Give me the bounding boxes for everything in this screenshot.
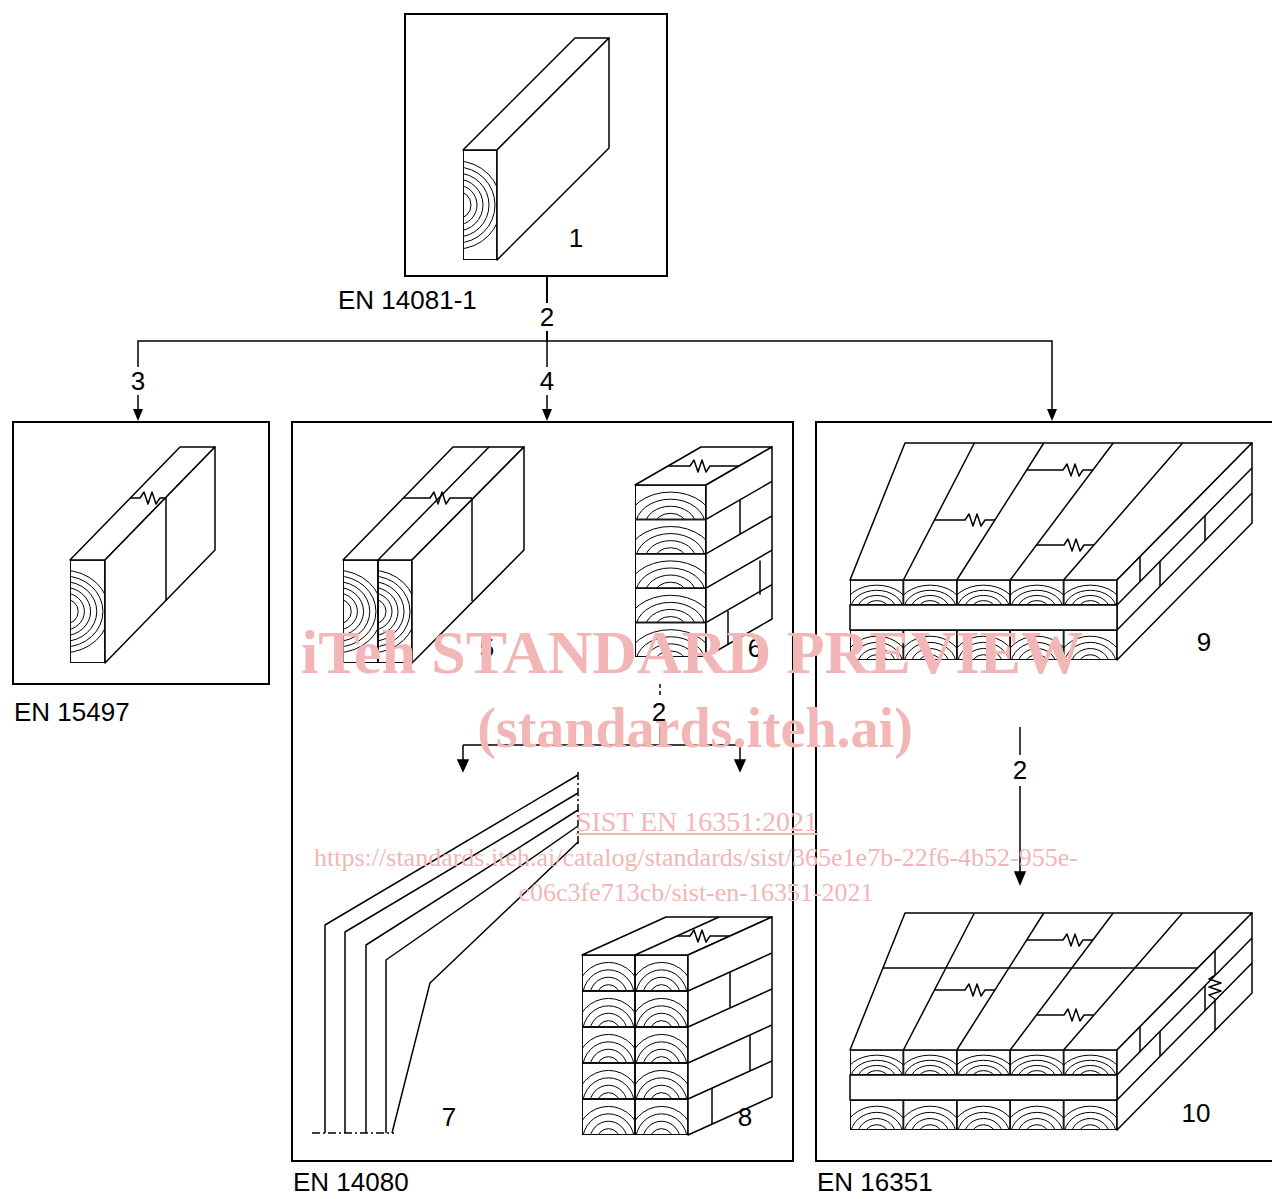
glulam-beam [668, 460, 739, 472]
glulam-beam [706, 550, 772, 588]
glulam-beam [706, 481, 772, 519]
solid-timber-board [413, 150, 501, 260]
solid-timber-board [497, 38, 609, 260]
connector [133, 277, 547, 421]
block-glued-glulam [677, 930, 730, 942]
jointed-cross-laminated-panel [883, 950, 1221, 1030]
sub-arrow [1019, 727, 1021, 755]
glued-solid-timber [471, 498, 473, 601]
block-glued-glulam [729, 972, 731, 1008]
block-glued-glulam [749, 1035, 751, 1071]
block-glued-glulam [711, 1088, 713, 1124]
callout-number: 8 [738, 1103, 752, 1131]
standard-name: EN 16351 [817, 1169, 933, 1195]
standard-box: EN 14081-1 [404, 13, 668, 277]
arrowhead [133, 409, 143, 421]
finger-jointed-timber [19, 447, 215, 663]
glued-solid-timber [403, 492, 472, 504]
block-glued-glulam [629, 1099, 695, 1176]
block-glued-glulam [688, 917, 772, 1135]
standard-name: EN 15497 [14, 699, 130, 725]
finger-jointed-timber [19, 560, 110, 663]
connector-line [547, 277, 1052, 411]
callout-number: 1 [569, 224, 583, 252]
jointed-cross-laminated-panel [843, 913, 1252, 1164]
curved-glulam [312, 1132, 394, 1134]
watermark: (standards.iteh.ai) [477, 698, 913, 758]
glulam-beam [706, 585, 772, 623]
glulam-beam [739, 500, 741, 534]
jointed-cross-laminated-panel [883, 967, 1198, 969]
curved-glulam [312, 772, 578, 1133]
watermark: c06c3fe713cb/sist-en-16351-2021 [518, 878, 873, 908]
callout-number: 9 [1197, 628, 1211, 656]
block-glued-glulam [576, 917, 773, 1176]
glulam-beam [706, 516, 772, 554]
finger-jointed-timber [105, 447, 215, 663]
watermark: https://standards.iteh.ai/catalog/standa… [314, 843, 1078, 873]
connector [547, 277, 1057, 421]
jointed-cross-laminated-panel [1209, 950, 1221, 1030]
sub-arrow [735, 760, 745, 771]
block-glued-glulam [688, 1025, 772, 1063]
finger-jointed-timber [165, 498, 167, 601]
block-glued-glulam [576, 1099, 642, 1176]
standard-name: EN 14081-1 [338, 287, 477, 313]
standard-box: EN 14080 [291, 421, 794, 1162]
connector-line [138, 277, 547, 411]
edge-callout: 4 [537, 367, 557, 395]
edge-callout: 3 [128, 367, 148, 395]
sub-arrow [659, 684, 661, 699]
callout-number: 2 [537, 303, 557, 331]
standard-box: EN 15497 [12, 421, 270, 685]
curved-glulam [325, 775, 578, 1133]
glulam-beam [759, 560, 761, 594]
callout-number: 7 [442, 1103, 456, 1131]
watermark: iTeh STANDARD PREVIEW [301, 619, 1083, 685]
arrowhead [542, 409, 552, 421]
curved-glulam [386, 826, 578, 1133]
watermark: SIST EN 16351:2021 [576, 806, 818, 838]
callout-number: 2 [1010, 756, 1030, 784]
block-glued-glulam [688, 1061, 772, 1099]
jointed-cross-laminated-panel [843, 913, 1252, 1164]
standard-name: EN 14080 [293, 1169, 409, 1195]
sub-arrow [1015, 872, 1025, 884]
solid-timber-board [413, 38, 609, 260]
standard-box: EN 16351 [815, 421, 1272, 1162]
finger-jointed-timber [130, 492, 166, 504]
arrowhead [1047, 409, 1057, 421]
sub-arrow [458, 760, 468, 771]
callout-number: 10 [1182, 1099, 1211, 1127]
